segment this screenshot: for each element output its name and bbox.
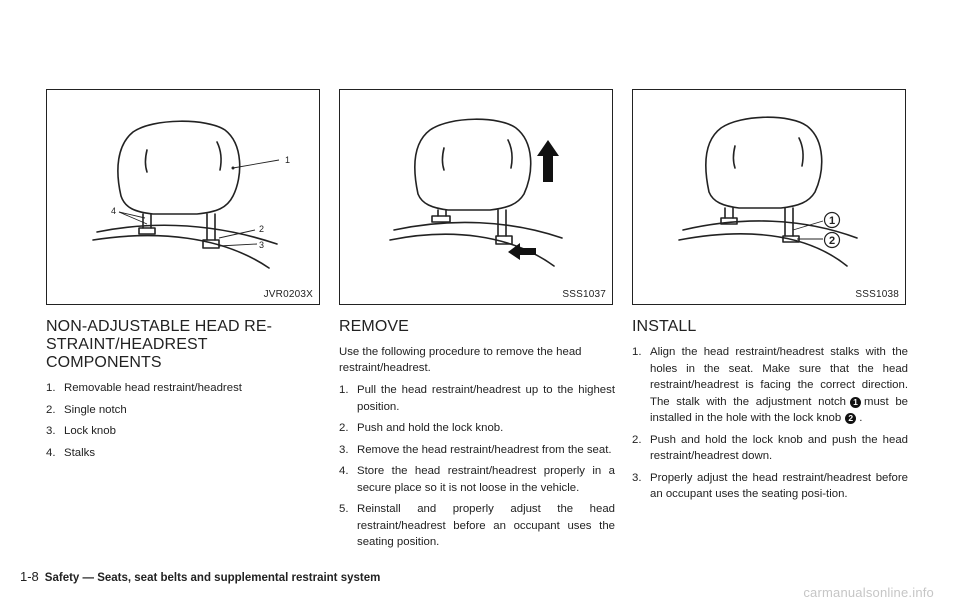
item-text: Lock knob bbox=[64, 425, 116, 437]
list-item: 2. Single notch bbox=[46, 402, 322, 419]
item-number: 3. bbox=[632, 471, 642, 484]
list-item: 1. Removable head restraint/headrest bbox=[46, 380, 322, 397]
list-item: 5. Reinstall and properly adjust the head… bbox=[339, 501, 615, 551]
figure-install-headrest: 1 2 SSS1038 bbox=[632, 89, 906, 305]
install-steps: 1. Align the head restraint/headrest stal… bbox=[632, 344, 908, 503]
watermark: carmanualsonline.info bbox=[803, 585, 934, 600]
list-item: 3. Properly adjust the head restraint/hea… bbox=[632, 470, 908, 503]
item-text: Push and hold the lock knob. bbox=[357, 422, 504, 434]
list-item: 2. Push and hold the lock knob. bbox=[339, 420, 615, 437]
intro-text: Use the following procedure to remove th… bbox=[339, 346, 582, 374]
item-text: Single notch bbox=[64, 403, 127, 416]
item-number: 1. bbox=[46, 382, 56, 394]
list-item: 1. Pull the head restraint/headrest up to… bbox=[339, 382, 615, 415]
callout-4: 4 bbox=[111, 206, 116, 216]
list-item: 2. Push and hold the lock knob and push t… bbox=[632, 432, 908, 465]
item-text: Remove the head restraint/headrest from … bbox=[357, 443, 612, 456]
headrest-illustration: 1 2 bbox=[678, 116, 858, 267]
item-text: . bbox=[859, 412, 863, 424]
section-title: Safety — Seats, seat belts and supplemen… bbox=[44, 572, 381, 584]
remove-steps: 1. Pull the head restraint/headrest up to… bbox=[339, 382, 615, 551]
section-components: NON-ADJUSTABLE HEAD RE- STRAINT/HEADREST… bbox=[46, 318, 322, 466]
section-heading: REMOVE bbox=[339, 318, 409, 335]
list-item: 3. Lock knob bbox=[46, 423, 322, 440]
page-footer: 1-8 Safety — Seats, seat belts and suppl… bbox=[20, 569, 380, 587]
item-text: Stalks bbox=[64, 446, 96, 459]
item-number: 2. bbox=[339, 422, 349, 434]
figure-code: SSS1038 bbox=[855, 289, 899, 300]
item-number: 3. bbox=[339, 443, 349, 456]
list-item: 3. Remove the head restraint/headrest fro… bbox=[339, 442, 615, 459]
item-number: 4. bbox=[46, 446, 56, 459]
item-text: Align the head restraint/headrest stalks… bbox=[650, 346, 908, 408]
item-text: Push and hold the lock knob and push the… bbox=[650, 433, 908, 463]
callout-ref-1: 1 bbox=[849, 396, 861, 408]
item-number: 2. bbox=[632, 433, 642, 446]
item-number: 3. bbox=[46, 425, 56, 437]
callout-2: 2 bbox=[829, 235, 835, 247]
page-number: 1-8 bbox=[20, 569, 39, 584]
list-item: 4. Stalks bbox=[46, 445, 322, 462]
callout-1: 1 bbox=[285, 155, 290, 165]
item-number: 1. bbox=[339, 384, 349, 396]
section-remove: REMOVE Use the following procedure to re… bbox=[339, 318, 615, 556]
list-item: 1. Align the head restraint/headrest stal… bbox=[632, 344, 908, 427]
item-text: Store the head restraint/headrest proper… bbox=[357, 465, 615, 494]
headrest-illustration: 1 2 3 4 bbox=[92, 120, 290, 269]
headrest-illustration bbox=[389, 118, 563, 267]
callout-ref-2: 2 bbox=[845, 413, 857, 424]
callout-2: 2 bbox=[259, 224, 264, 234]
list-item: 4. Store the head restraint/headrest prop… bbox=[339, 463, 615, 496]
figure-head-restraint-components: 1 2 3 4 JVR0203X bbox=[46, 89, 320, 305]
item-number: 5. bbox=[339, 503, 349, 515]
item-number: 1. bbox=[632, 346, 642, 358]
item-text: Reinstall and properly adjust the head r… bbox=[357, 503, 615, 548]
figure-code: JVR0203X bbox=[263, 289, 313, 300]
figure-code: SSS1037 bbox=[562, 289, 606, 300]
item-number: 2. bbox=[46, 403, 56, 416]
item-number: 4. bbox=[339, 465, 349, 477]
item-text: must be installed in the hole with the l… bbox=[650, 395, 908, 425]
callout-3: 3 bbox=[259, 240, 264, 250]
item-text: Pull the head restraint/headrest up to t… bbox=[357, 384, 615, 413]
section-heading: INSTALL bbox=[632, 318, 697, 335]
figure-remove-headrest: SSS1037 bbox=[339, 89, 613, 305]
section-install: INSTALL 1. Align the head restraint/headr… bbox=[632, 318, 908, 508]
component-list: 1. Removable head restraint/headrest 2. Si… bbox=[46, 380, 322, 461]
callout-1: 1 bbox=[829, 215, 835, 227]
section-heading: NON-ADJUSTABLE HEAD RE- STRAINT/HEADREST… bbox=[46, 318, 273, 371]
item-text: Removable head restraint/headrest bbox=[64, 382, 242, 394]
item-text: Properly adjust the head restraint/headr… bbox=[650, 471, 908, 501]
